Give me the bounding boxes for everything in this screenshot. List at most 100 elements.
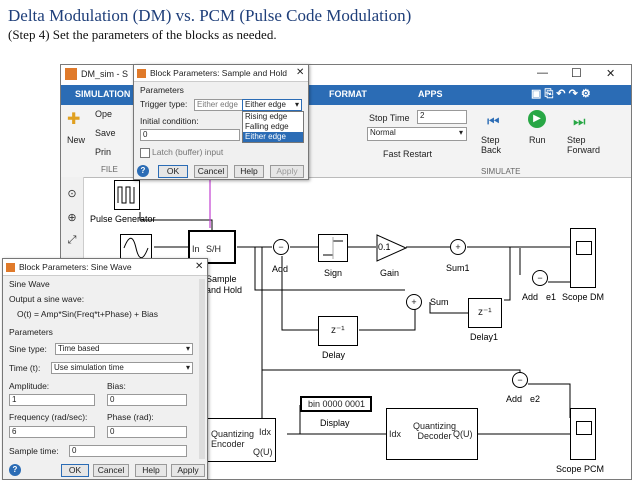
sign-block[interactable] [318, 234, 348, 262]
simulate-section-label: SIMULATE [481, 167, 521, 176]
sine-dialog-title: Block Parameters: Sine Wave [3, 259, 207, 276]
delay-label: Delay [322, 350, 346, 360]
option-either-edge[interactable]: Either edge [243, 132, 303, 142]
pulse-generator-label: Pulse Generator [90, 214, 156, 224]
display-value: bin 0000 0001 [308, 399, 366, 409]
sh-apply-button[interactable]: Apply [270, 165, 304, 178]
stop-time-input[interactable]: 2 [417, 110, 467, 124]
time-label: Time (t): [9, 363, 41, 373]
open-button[interactable]: Ope [95, 109, 113, 119]
new-button[interactable]: New [67, 135, 86, 145]
chevron-down-icon: ▾ [458, 128, 463, 137]
sine-wave-block[interactable] [120, 234, 152, 262]
encoder-qu-port: Q(U) [253, 447, 273, 457]
initial-condition-input[interactable]: 0 [140, 129, 240, 141]
run-icon[interactable]: ▶ [528, 110, 546, 128]
initial-condition-label: Initial condition: [140, 116, 199, 126]
trigger-dropdown-list: Rising edge Falling edge Either edge [242, 111, 304, 143]
sample-time-input[interactable]: 0 [69, 445, 187, 457]
sum-block[interactable]: + [406, 294, 422, 310]
run-button[interactable]: Run [529, 135, 546, 145]
sine-type-select[interactable]: Time based ▾ [55, 343, 193, 355]
tab-apps[interactable]: APPS [418, 89, 443, 99]
maximize-button[interactable]: ☐ [571, 66, 582, 80]
sine-close-icon[interactable]: ✕ [195, 261, 204, 272]
option-rising-edge[interactable]: Rising edge [245, 112, 288, 121]
sh-ok-button[interactable]: OK [158, 165, 188, 178]
dialog-scrollbar[interactable] [199, 279, 205, 459]
delay1-symbol: z⁻¹ [478, 307, 492, 318]
stop-time-label: Stop Time [369, 113, 410, 123]
sine-help-button[interactable]: Help [135, 464, 167, 477]
minimize-button[interactable]: — [537, 67, 548, 79]
sine-desc-2: O(t) = Amp*Sin(Freq*t+Phase) + Bias [17, 309, 159, 319]
pulse-generator-block[interactable] [114, 180, 140, 210]
trigger-type-select[interactable]: Either edge ▾ [242, 99, 302, 111]
trigger-type-display[interactable]: Either edge [194, 99, 244, 111]
fast-restart-button[interactable]: Fast Restart [383, 149, 433, 159]
quantizing-encoder-block[interactable]: Quantizing Encoder Idx Q(U) [206, 418, 276, 462]
new-icon[interactable]: ✚ [67, 111, 81, 128]
hide-show-icon[interactable]: ⊙ [67, 188, 77, 200]
fit-view-icon[interactable]: ⤢ [67, 234, 77, 246]
sine-cancel-button[interactable]: Cancel [93, 464, 129, 477]
step-forward-icon[interactable]: ⏭ [573, 113, 586, 129]
delay1-block[interactable]: z⁻¹ [468, 298, 502, 328]
trigger-type-value: Either edge [245, 100, 286, 109]
phase-input[interactable]: 0 [107, 426, 187, 438]
sim-mode-select[interactable]: Normal ▾ [367, 127, 467, 141]
slide-subtitle: (Step 4) Set the parameters of the block… [8, 27, 277, 42]
pulse-icon [117, 186, 135, 204]
step-forward-button[interactable]: Step Forward [567, 135, 601, 155]
amplitude-input[interactable]: 1 [9, 394, 95, 406]
gain-block[interactable] [376, 234, 408, 262]
chevron-down-icon: ▾ [185, 363, 190, 372]
e2-label: e2 [530, 394, 541, 404]
quick-access-icons[interactable]: ▣ ⎘ ↶ ↷ ⚙ [531, 88, 591, 100]
scope-dm-block[interactable] [570, 228, 596, 288]
add-e1-block[interactable]: − [532, 270, 548, 286]
slide-title: Delta Modulation (DM) vs. PCM (Pulse Cod… [8, 6, 412, 25]
latch-checkbox[interactable] [140, 148, 150, 158]
frequency-input[interactable]: 6 [9, 426, 95, 438]
trigger-type-label: Trigger type: [140, 99, 188, 109]
chevron-down-icon: ▾ [185, 344, 190, 353]
time-select[interactable]: Use simulation time ▾ [51, 362, 193, 374]
add-block[interactable]: − [273, 239, 289, 255]
sum1-label: Sum1 [446, 263, 470, 273]
save-button[interactable]: Save [95, 128, 116, 138]
add-label: Add [272, 264, 289, 274]
sum1-block[interactable]: + [450, 239, 466, 255]
sine-apply-button[interactable]: Apply [171, 464, 205, 477]
sine-section-label: Parameters [9, 327, 53, 337]
bias-input[interactable]: 0 [107, 394, 187, 406]
sine-ok-button[interactable]: OK [61, 464, 89, 477]
tab-simulation[interactable]: SIMULATION [75, 89, 131, 99]
latch-label: Latch (buffer) input [152, 147, 224, 157]
zoom-icon[interactable]: ⊕ [67, 212, 77, 224]
sh-cancel-button[interactable]: Cancel [194, 165, 228, 178]
encoder-idx-port: Idx [259, 427, 272, 437]
display-block[interactable]: bin 0000 0001 [300, 396, 372, 412]
step-back-button[interactable]: Step Back [481, 135, 502, 155]
delay-block[interactable]: z⁻¹ [318, 316, 358, 346]
print-button[interactable]: Prin [95, 147, 112, 157]
sh-label: S/H [206, 244, 222, 254]
close-button[interactable]: ✕ [606, 68, 616, 80]
add-e1-label: Add [522, 292, 539, 302]
decoder-qu-port: Q(U) [453, 429, 473, 439]
decoder-name: Quantizing Decoder [413, 421, 457, 441]
sh-close-icon[interactable]: ✕ [296, 67, 305, 78]
option-falling-edge[interactable]: Falling edge [245, 122, 289, 131]
sh-help-button[interactable]: Help [234, 165, 264, 178]
add-e2-block[interactable]: − [512, 372, 528, 388]
time-value: Use simulation time [54, 363, 124, 372]
step-back-icon[interactable]: ⏮ [487, 113, 500, 129]
file-section-label: FILE [101, 165, 118, 174]
sh-dialog-title: Block Parameters: Sample and Hold [134, 65, 308, 82]
delay1-label: Delay1 [470, 332, 499, 342]
scope-pcm-block[interactable] [570, 408, 596, 460]
scope-dm-label: Scope DM [562, 292, 605, 302]
tab-format[interactable]: FORMAT [329, 89, 367, 99]
quantizing-decoder-block[interactable]: Idx Quantizing Decoder Q(U) [386, 408, 478, 460]
